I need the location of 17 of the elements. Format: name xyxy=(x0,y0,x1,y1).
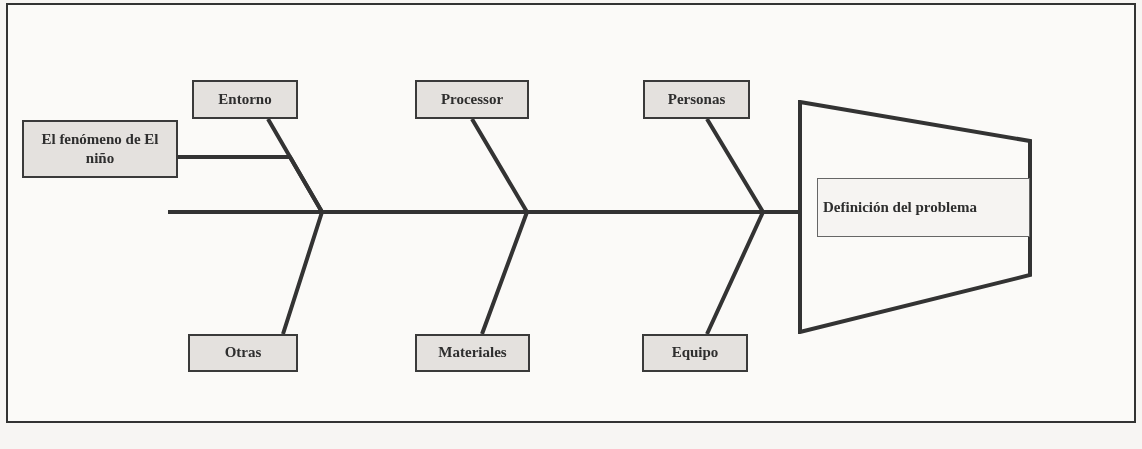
box-label: Equipo xyxy=(671,343,719,363)
label-box xyxy=(415,334,530,372)
box-label: Otras xyxy=(224,343,262,363)
label-box xyxy=(643,80,750,119)
box-label: Materiales xyxy=(438,343,507,363)
box-label: El fenómeno de El niño xyxy=(40,129,160,168)
label-box xyxy=(22,120,178,178)
label-box xyxy=(642,334,748,372)
label-box xyxy=(188,334,298,372)
box-label: Entorno xyxy=(218,89,272,109)
label-box xyxy=(817,178,1030,237)
label-box xyxy=(415,80,529,119)
box-label: Definición del problema xyxy=(823,197,977,217)
fishbone-line xyxy=(705,210,800,335)
label-box xyxy=(192,80,298,119)
box-label: Processor xyxy=(440,89,504,109)
box-label: Personas xyxy=(667,89,726,109)
